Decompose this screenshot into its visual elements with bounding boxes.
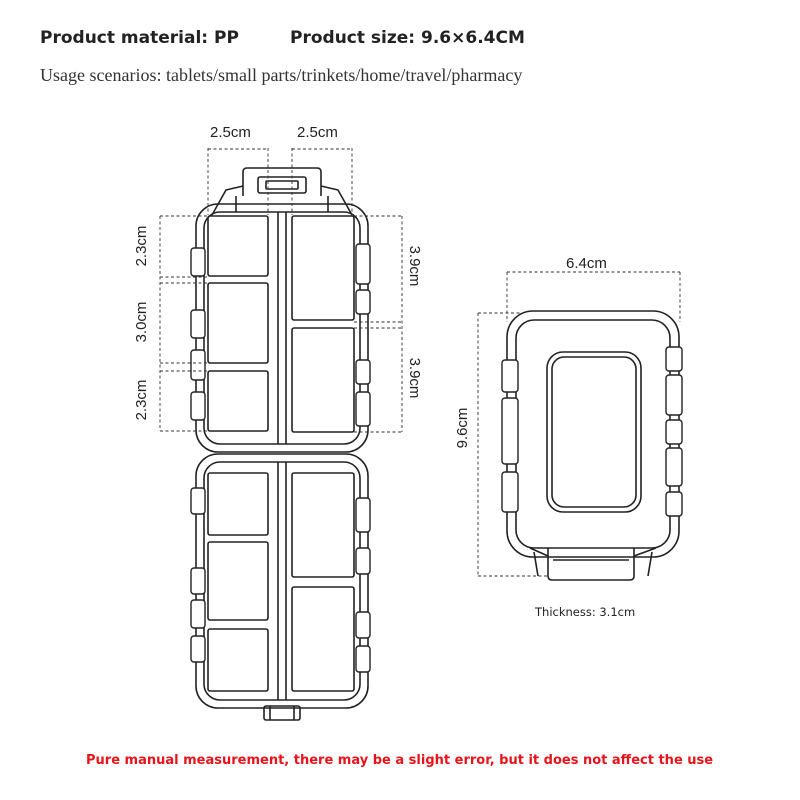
open-box-dimension-lines	[159, 148, 403, 433]
closed-width-label: 6.4cm	[566, 255, 607, 272]
right-top-height-label: 3.9cm	[406, 246, 423, 287]
size-spec: Product size: 9.6×6.4CM	[290, 28, 525, 48]
top-right-width-label: 2.5cm	[297, 124, 338, 141]
thickness-label: Thickness: 3.1cm	[534, 605, 635, 619]
closed-box-illustration	[501, 310, 683, 581]
left-mid-height-label: 3.0cm	[133, 302, 150, 343]
top-left-width-label: 2.5cm	[210, 124, 251, 141]
spec-heading-row: Product material: PP Product size: 9.6×6…	[40, 28, 760, 54]
material-spec: Product material: PP	[40, 28, 239, 48]
open-box-illustration	[190, 167, 371, 721]
left-bottom-height-label: 2.3cm	[133, 380, 150, 421]
left-top-height-label: 2.3cm	[133, 226, 150, 267]
measurement-disclaimer: Pure manual measurement, there may be a …	[86, 753, 714, 768]
closed-height-label: 9.6cm	[454, 408, 471, 449]
closed-box-dimension-lines	[477, 271, 681, 577]
usage-scenarios: Usage scenarios: tablets/small parts/tri…	[40, 65, 523, 85]
right-bottom-height-label: 3.9cm	[406, 358, 423, 399]
